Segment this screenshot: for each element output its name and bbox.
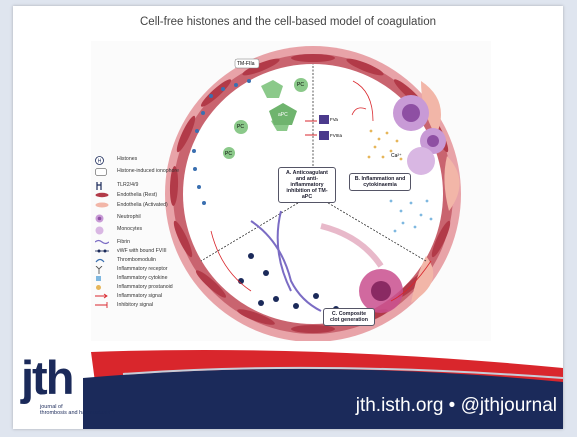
journal-links[interactable]: jth.isth.org • @jthjournal [355, 395, 557, 416]
panel-c-label: C. Composite clot generation [323, 308, 375, 327]
endothelia-rest-icon [95, 192, 109, 200]
tlr-icon [95, 182, 109, 190]
legend-item: Histone-induced ionophore [95, 168, 179, 176]
inflammatory-arrows [210, 80, 432, 302]
panel-a-label: A. Anticoagulant and anti-inflammatory i… [278, 167, 336, 204]
legend-item: Inflammatory signal [95, 293, 162, 301]
diagram-figure: TM-FIIa PC PC PC aPC FVa FVIIIa Ca²⁺ A. … [91, 41, 491, 341]
neutrophil-icon [95, 214, 109, 223]
histone-icon: H [95, 156, 109, 165]
pc-label: PC [297, 82, 304, 88]
vwf-icon [95, 248, 109, 256]
panel-a-graphics [192, 58, 329, 205]
panel-c-graphics [238, 210, 403, 313]
fva-label: FVa [330, 117, 338, 122]
ionophore-icon [95, 168, 109, 176]
panel-b-label: B. Inflammation and cytokinaemia [349, 173, 411, 192]
legend-item: vWF with bound FVIII [95, 248, 167, 256]
pc-label: PC [225, 151, 232, 157]
legend-item: Inhibitory signal [95, 302, 153, 310]
cytokine-icon [95, 275, 109, 283]
legend-item: TLR2/4/9 [95, 182, 138, 190]
fibrin-icon [95, 239, 109, 247]
apc-label: aPC [278, 112, 288, 118]
pc-label: PC [237, 124, 244, 130]
activated-endothelia [411, 81, 460, 303]
jth-logo: jth [21, 351, 74, 404]
legend-item: Inflammatory receptor [95, 266, 167, 274]
receptor-icon [95, 266, 109, 274]
prostanoid-icon [95, 284, 109, 292]
legend-item: Fibrin [95, 239, 130, 247]
journal-name: journal of thrombosis and haemostasis™ [40, 404, 116, 417]
legend-item: Monocytes [95, 226, 142, 235]
legend-item: Endothelia (Rest) [95, 192, 157, 200]
slide-card: Cell-free histones and the cell-based mo… [13, 6, 563, 429]
legend-item: Neutrophil [95, 214, 141, 223]
legend-item: Inflammatory cytokine [95, 275, 167, 283]
journal-footer [13, 342, 563, 429]
monocyte-icon [95, 226, 109, 235]
inhibit-icon [95, 302, 109, 310]
legend-item: Thrombomodulin [95, 257, 156, 265]
thrombomodulin-icon [95, 257, 109, 265]
legend-item: H Histones [95, 156, 137, 165]
panel-b-graphics [351, 95, 446, 233]
vessel-diagram [165, 46, 461, 341]
legend-item: Endothelia (Activated) [95, 202, 168, 210]
svg-text:H: H [98, 158, 102, 164]
footer-swoosh [83, 342, 563, 429]
calcium-label: Ca²⁺ [391, 153, 402, 159]
tm-fiia-label: TM-FIIa [237, 61, 255, 67]
signal-arrow-icon [95, 293, 109, 301]
endothelia-activated-icon [95, 202, 109, 210]
slide-title: Cell-free histones and the cell-based mo… [140, 16, 436, 28]
legend-item: Inflammatory prostanoid [95, 284, 173, 292]
fviiia-label: FVIIIa [330, 133, 343, 138]
